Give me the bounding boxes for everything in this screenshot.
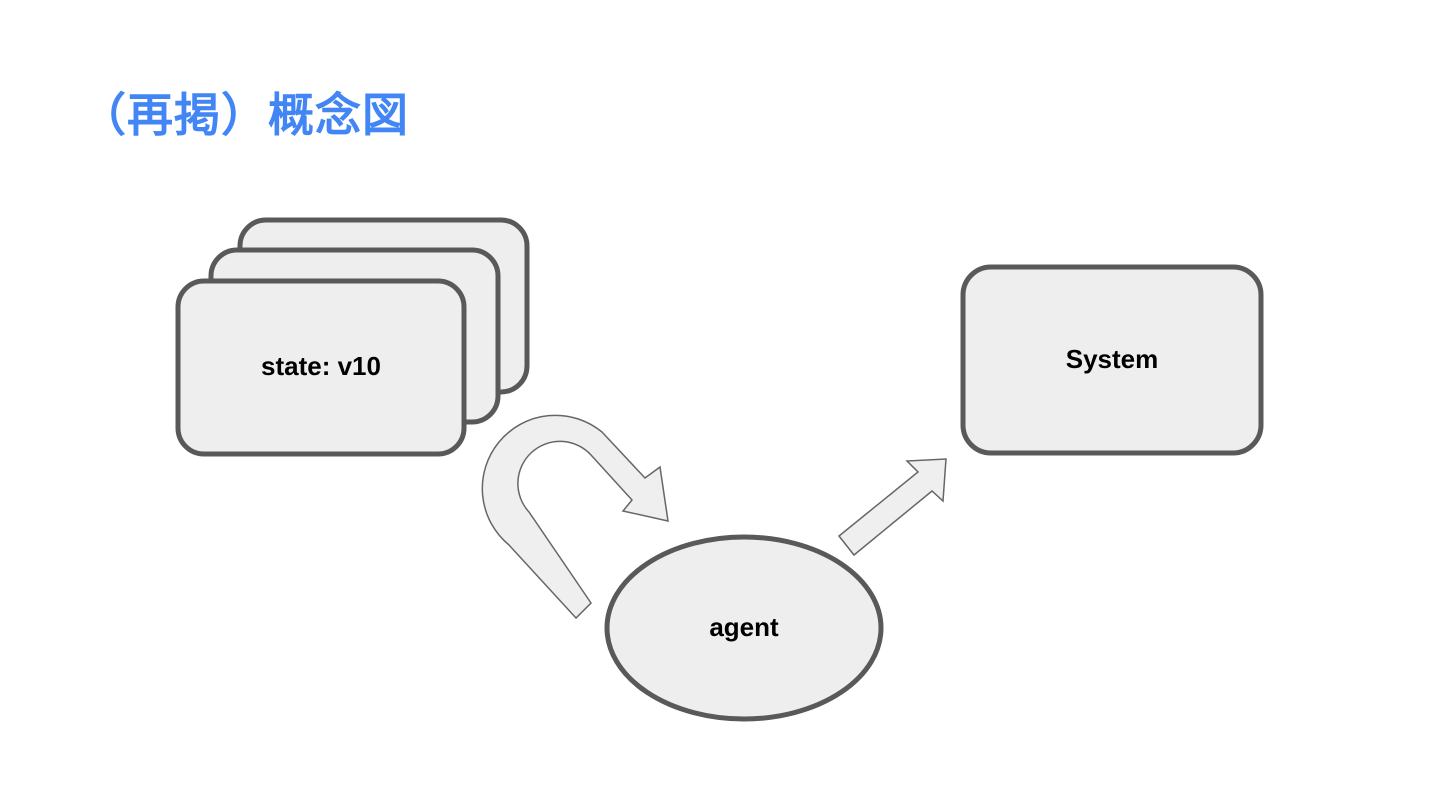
state-stack: state: v10	[175, 217, 530, 457]
state-node-label: state: v10	[261, 351, 381, 381]
agent-node: agent	[604, 534, 884, 722]
system-node-label: System	[1066, 344, 1159, 374]
block-arrow	[837, 458, 947, 557]
u-turn-arrow	[481, 414, 669, 620]
system-node: System	[960, 264, 1264, 456]
state-card-front	[175, 278, 467, 457]
slide-title: （再掲）概念図	[80, 88, 409, 142]
agent-node-ellipse	[604, 534, 884, 722]
agent-node-label: agent	[709, 612, 779, 642]
system-node-box	[960, 264, 1264, 456]
